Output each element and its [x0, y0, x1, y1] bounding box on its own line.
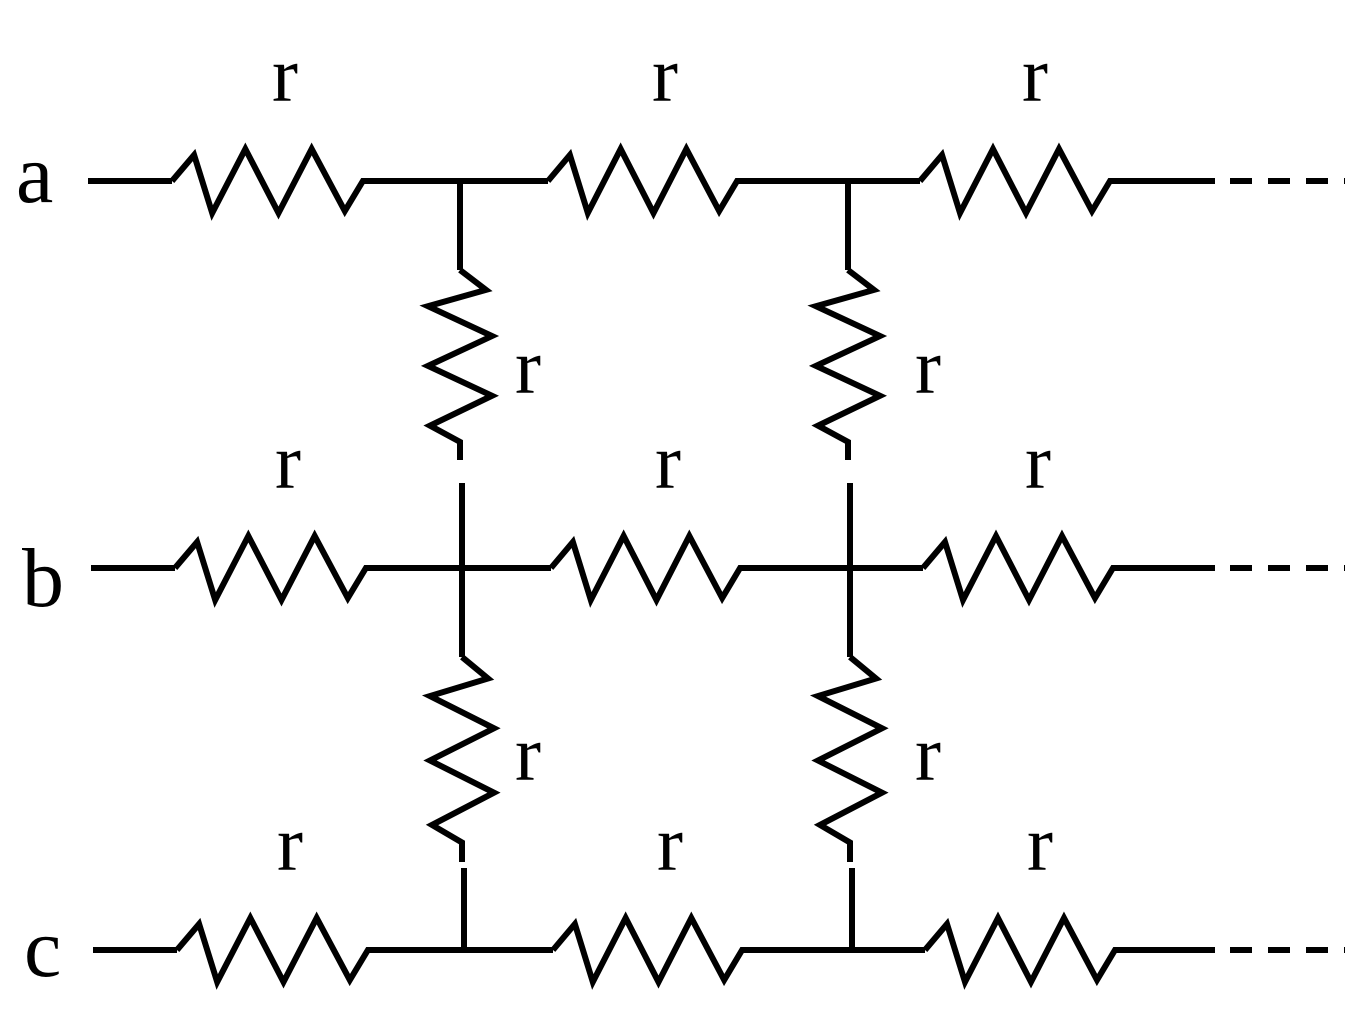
label-r-v2-lower: r [915, 710, 941, 797]
resistors [169, 142, 1135, 990]
resistor-v1-upper [419, 267, 500, 460]
resistor-a-3 [917, 142, 1130, 221]
resistor-c-3 [922, 911, 1135, 990]
label-r-v2-upper: r [915, 323, 941, 410]
label-r-a-3: r [1022, 31, 1048, 118]
resistor-c-1 [174, 911, 388, 990]
label-r-c-1: r [277, 800, 303, 887]
label-r-c-3: r [1027, 800, 1053, 887]
resistor-b-2 [548, 529, 760, 608]
resistor-v2-lower [809, 654, 889, 862]
resistor-a-2 [545, 142, 757, 221]
label-r-b-2: r [655, 418, 681, 505]
resistor-a-1 [169, 142, 383, 221]
label-r-v1-upper: r [515, 323, 541, 410]
terminal-c-label: c [24, 902, 61, 995]
resistor-b-1 [172, 529, 386, 608]
terminal-a-label: a [16, 128, 53, 221]
label-r-a-1: r [272, 31, 298, 118]
resistor-c-2 [550, 911, 762, 990]
resistor-v1-lower [421, 654, 501, 862]
label-r-a-2: r [652, 31, 678, 118]
label-r-b-1: r [275, 418, 301, 505]
label-r-b-3: r [1025, 418, 1051, 505]
terminal-b-label: b [22, 532, 64, 625]
resistor-v2-upper [807, 267, 888, 460]
label-r-c-2: r [657, 800, 683, 887]
label-r-v1-lower: r [515, 710, 541, 797]
resistor-b-3 [920, 529, 1133, 608]
wires [88, 178, 1345, 953]
